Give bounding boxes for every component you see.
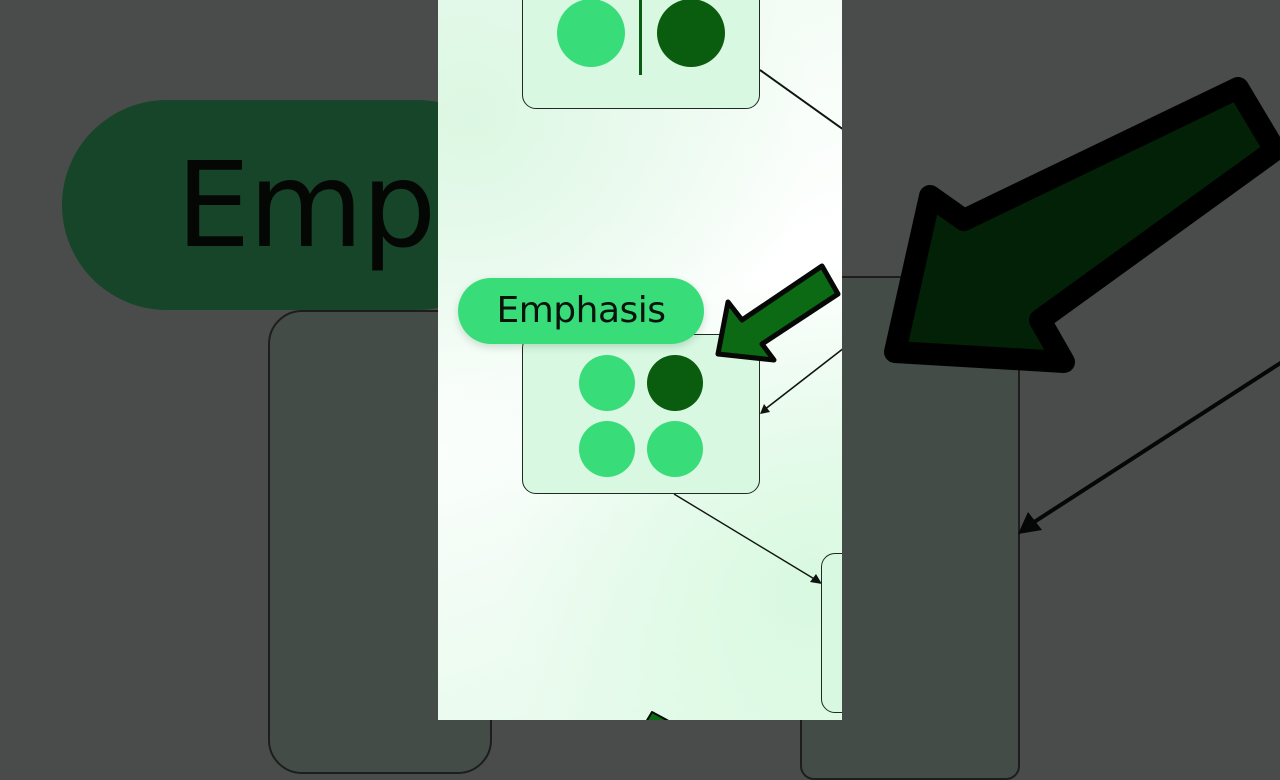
middle-card-dot-bottom-left	[579, 421, 635, 477]
emphasis-label: Emphasis	[496, 290, 666, 331]
background-emphasis-label: Emp	[176, 136, 436, 274]
pointer-arrows	[646, 263, 841, 720]
diagram-frame: Emphasis	[438, 0, 842, 720]
background-connector-line	[1026, 360, 1280, 528]
middle-card	[522, 334, 760, 494]
connector-into-middle-card	[763, 348, 842, 411]
background-connector-arrowhead	[1018, 512, 1042, 534]
connector-middle-to-bottom-arrowhead	[810, 574, 822, 584]
top-card-dot-dark	[657, 0, 725, 67]
connector-top-card-right	[759, 69, 842, 130]
top-card-dot-light	[557, 0, 625, 67]
top-card-divider	[639, 0, 642, 75]
bottom-right-card	[821, 553, 842, 713]
middle-card-dot-top-right-highlighted	[647, 355, 703, 411]
connector-lines	[673, 69, 842, 584]
pointer-arrow-icon	[715, 263, 841, 363]
connector-into-middle-card-arrowhead	[760, 404, 770, 414]
background-pointer-arrow-icon	[884, 77, 1280, 373]
middle-card-dot-bottom-right	[647, 421, 703, 477]
background-graphics	[884, 77, 1280, 534]
bottom-pointer-arrow-icon	[646, 711, 669, 720]
top-card	[522, 0, 760, 109]
middle-card-dot-top-left	[579, 355, 635, 411]
connector-middle-to-bottom-card	[673, 493, 817, 581]
emphasis-pill: Emphasis	[458, 278, 704, 344]
